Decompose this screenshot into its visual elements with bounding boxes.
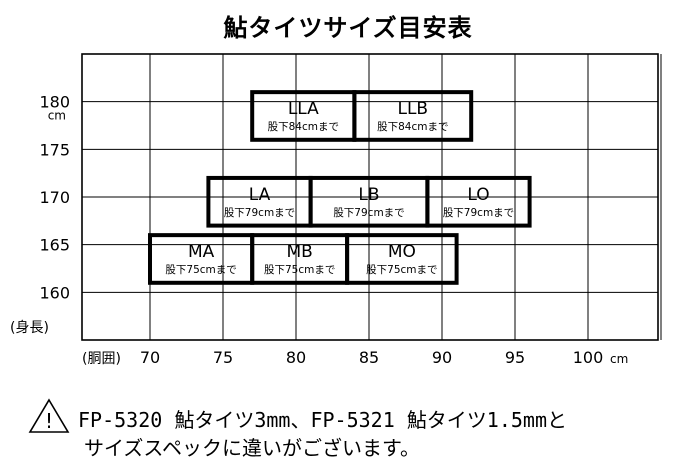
- size-inseam-label: 股下75cmまで: [264, 264, 335, 276]
- warning-triangle-icon: !: [28, 398, 70, 433]
- size-code-label: MB: [286, 242, 312, 262]
- x-tick-label: 100: [573, 348, 604, 367]
- size-box-mo: [345, 233, 459, 285]
- size-code-label: LB: [358, 185, 379, 205]
- x-tick-label: 95: [505, 348, 525, 367]
- size-code-label: LO: [467, 185, 489, 205]
- size-inseam-label: 股下84cmまで: [268, 121, 339, 133]
- y-tick-label: 160: [39, 283, 70, 302]
- y-tick-label: 165: [39, 236, 70, 255]
- size-box-llb: [352, 90, 474, 142]
- x-axis-label: (胴囲): [82, 351, 121, 367]
- y-tick-label: 180: [39, 93, 70, 112]
- x-tick-label: 90: [432, 348, 452, 367]
- size-chart: 鮎タイツサイズ目安表 70 75 80 85 90 95 100 cm 160 165 170 17…: [10, 14, 662, 367]
- svg-text:!: !: [45, 409, 53, 433]
- chart-title: 鮎タイツサイズ目安表: [223, 14, 472, 42]
- x-axis-ticks: 70 75 80 85 90 95 100 cm: [140, 348, 628, 367]
- size-box-lo: [425, 175, 532, 228]
- y-axis-label: (身長): [10, 320, 49, 336]
- size-boxes: LLA 股下84cmまで LLB 股下84cmまで LA 股下79cmまで LB 股下79cm…: [148, 90, 532, 285]
- size-code-label: LLA: [288, 99, 319, 119]
- x-tick-label: 75: [213, 348, 233, 367]
- size-code-label: MO: [388, 242, 416, 262]
- size-inseam-label: 股下75cmまで: [165, 264, 236, 276]
- size-inseam-label: 股下75cmまで: [366, 264, 437, 276]
- size-inseam-label: 股下79cmまで: [443, 207, 514, 219]
- note-line-1: FP-5320 鮎タイツ3mm、FP-5321 鮎タイツ1.5mmと: [78, 408, 567, 432]
- y-axis-unit: cm: [48, 109, 66, 123]
- y-tick-label: 170: [39, 188, 70, 207]
- size-code-label: LA: [249, 185, 271, 205]
- size-inseam-label: 股下84cmまで: [377, 121, 448, 133]
- size-code-label: LLB: [397, 99, 428, 119]
- x-tick-label: 70: [140, 348, 160, 367]
- x-tick-label: 80: [286, 348, 306, 367]
- note-line-2: サイズスペックに違いがございます。: [84, 436, 420, 460]
- size-inseam-label: 股下79cmまで: [224, 207, 295, 219]
- x-tick-label: 85: [359, 348, 379, 367]
- chart-grid: [81, 53, 662, 341]
- size-code-label: MA: [188, 242, 215, 262]
- x-axis-unit: cm: [610, 352, 628, 366]
- size-inseam-label: 股下79cmまで: [333, 207, 404, 219]
- y-tick-label: 175: [39, 140, 70, 159]
